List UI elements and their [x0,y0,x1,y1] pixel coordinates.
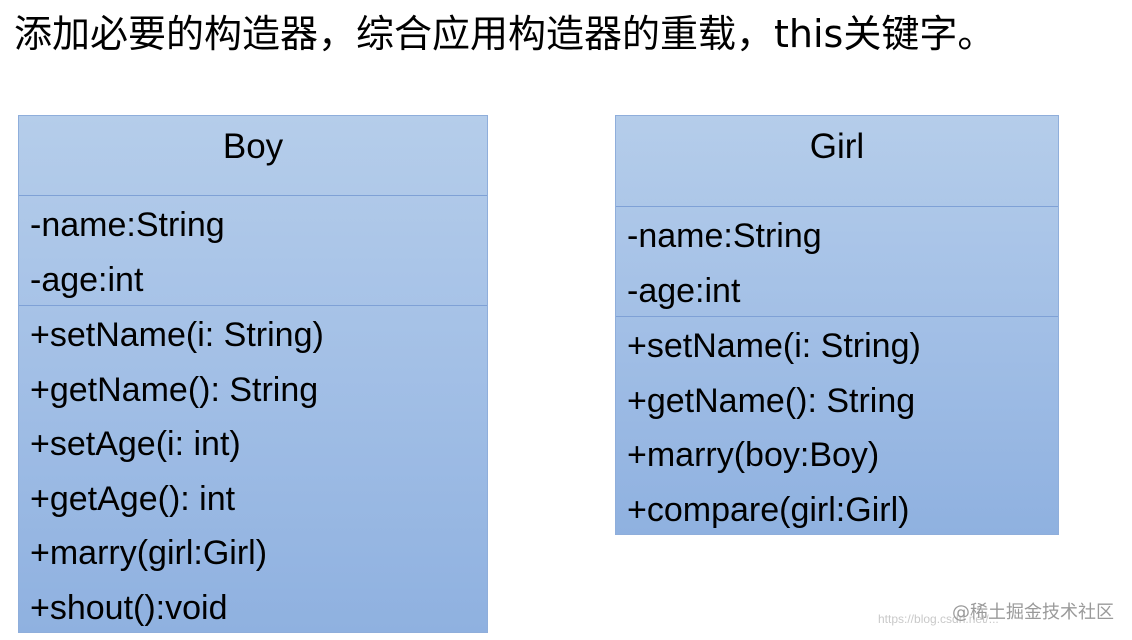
attributes-section: -name:String -age:int [19,196,487,306]
attribute: -name:String [627,217,822,255]
method: +shout():void [30,588,228,627]
method: +setName(i: String) [627,327,921,365]
slide-heading: 添加必要的构造器，综合应用构造器的重载，this关键字。 [14,12,996,56]
methods-section: +setName(i: String) +getName(): String +… [19,306,487,635]
method: +getAge(): int [30,479,236,518]
class-name: Boy [19,116,487,196]
watermark: @稀土掘金技术社区 [952,602,1114,623]
methods-section: +setName(i: String) +getName(): String +… [616,317,1058,537]
class-name: Girl [616,116,1058,207]
method: +getName(): String [627,381,916,420]
uml-class-boy: Boy -name:String -age:int +setName(i: St… [18,115,488,633]
uml-class-girl: Girl -name:String -age:int +setName(i: S… [615,115,1059,535]
method: +getName(): String [30,370,319,409]
method: +compare(girl:Girl) [627,490,910,529]
method: +setAge(i: int) [30,425,241,463]
attribute: -name:String [30,206,225,244]
attribute: -age:int [627,271,741,310]
method: +marry(girl:Girl) [30,534,268,572]
attribute: -age:int [30,260,144,299]
watermark-url: https://blog.csdn.net/... [878,612,999,626]
method: +marry(boy:Boy) [627,436,880,474]
method: +setName(i: String) [30,316,324,354]
attributes-section: -name:String -age:int [616,207,1058,317]
